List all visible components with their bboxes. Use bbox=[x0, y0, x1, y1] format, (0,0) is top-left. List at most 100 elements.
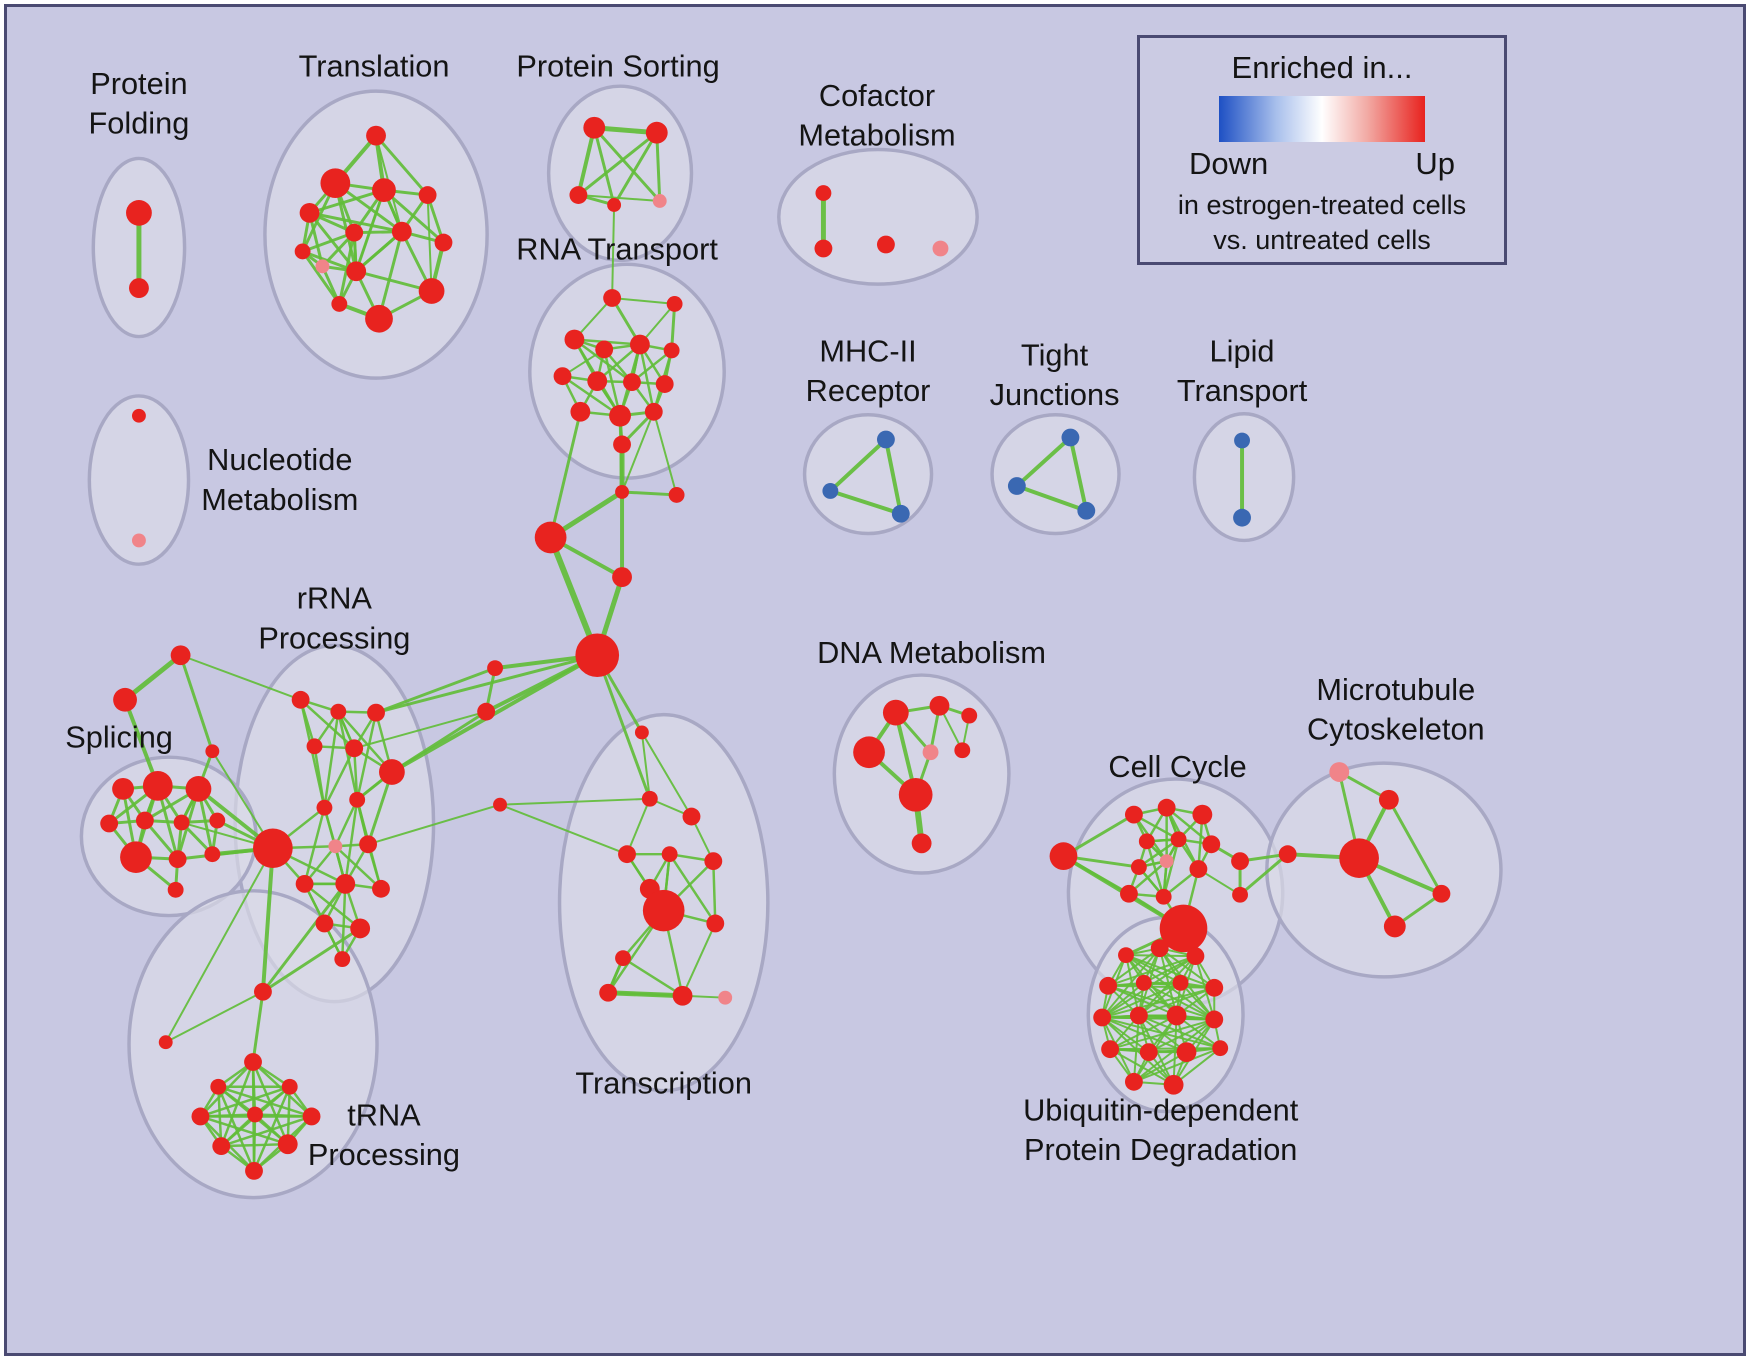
network-node-x2 bbox=[113, 687, 137, 712]
network-node-cc11 bbox=[1231, 852, 1249, 871]
network-node-h8 bbox=[493, 797, 507, 812]
network-node-h3 bbox=[612, 567, 632, 587]
network-node-tx1 bbox=[641, 790, 658, 807]
network-edge bbox=[828, 437, 888, 493]
network-node-tj2 bbox=[1007, 477, 1026, 495]
network-edge bbox=[1145, 840, 1165, 898]
network-edge bbox=[1014, 435, 1073, 488]
network-node-u1 bbox=[1118, 947, 1134, 964]
network-node-u8 bbox=[1093, 1008, 1112, 1027]
network-node-rr4 bbox=[306, 738, 323, 755]
network-node-rr16 bbox=[350, 918, 371, 939]
network-node-d2 bbox=[929, 695, 950, 716]
legend-up-label: Up bbox=[1415, 146, 1455, 181]
network-edge bbox=[605, 990, 686, 999]
network-edge bbox=[1101, 1016, 1150, 1054]
network-node-cc1 bbox=[1049, 842, 1078, 871]
legend-down-label: Down bbox=[1189, 146, 1269, 181]
network-node-h6 bbox=[487, 660, 503, 677]
network-node-h5 bbox=[575, 633, 620, 678]
network-node-sp4 bbox=[100, 814, 119, 833]
network-node-lt1 bbox=[1234, 432, 1250, 449]
network-node-tx3 bbox=[618, 845, 636, 864]
network-node-nm2 bbox=[131, 533, 146, 548]
network-node-r4 bbox=[595, 340, 614, 359]
network-node-t4 bbox=[372, 178, 396, 202]
cluster-ellipse-cofactor-metabolism bbox=[777, 147, 979, 286]
network-edge bbox=[1132, 1051, 1188, 1083]
network-edge bbox=[595, 653, 652, 801]
network-node-u9 bbox=[1129, 1006, 1148, 1025]
network-node-sp9 bbox=[168, 850, 187, 869]
network-node-cc12 bbox=[1120, 884, 1138, 903]
network-edge bbox=[573, 338, 634, 384]
network-node-mt2 bbox=[1378, 789, 1399, 810]
network-node-tr1 bbox=[254, 982, 272, 1001]
network-edge bbox=[1165, 806, 1213, 846]
network-edge bbox=[252, 1113, 257, 1173]
cluster-ellipse-tight-junctions bbox=[990, 413, 1121, 536]
network-node-u2 bbox=[1150, 939, 1169, 958]
network-edge bbox=[367, 803, 502, 846]
network-node-rr10 bbox=[328, 839, 343, 854]
network-node-h9 bbox=[634, 725, 649, 740]
legend-title: Enriched in... bbox=[1231, 50, 1413, 85]
network-node-t9 bbox=[315, 259, 330, 274]
legend: Enriched in... Down Up in estrogen-treat… bbox=[1137, 35, 1507, 265]
network-node-m1 bbox=[876, 430, 895, 449]
network-node-sp10 bbox=[204, 846, 221, 863]
network-node-tr9 bbox=[212, 1137, 231, 1156]
network-edge bbox=[499, 797, 651, 806]
network-node-cc2 bbox=[1124, 805, 1143, 824]
network-node-sp5 bbox=[135, 811, 154, 830]
network-edge bbox=[640, 731, 651, 800]
network-edge bbox=[308, 211, 404, 234]
network-edge bbox=[313, 745, 326, 809]
network-node-tr5 bbox=[281, 1078, 298, 1095]
network-node-t2 bbox=[320, 168, 351, 199]
network-node-h1 bbox=[615, 485, 629, 499]
network-node-u3 bbox=[1186, 947, 1205, 966]
network-edge bbox=[611, 203, 616, 299]
network-node-rr3 bbox=[367, 703, 385, 722]
network-node-rr6 bbox=[379, 759, 405, 785]
network-node-s1 bbox=[583, 116, 606, 139]
network-node-rr5 bbox=[345, 739, 364, 758]
network-edge bbox=[337, 710, 359, 801]
network-node-d4 bbox=[853, 736, 885, 769]
network-edge bbox=[592, 126, 616, 207]
network-node-rr1 bbox=[291, 690, 310, 709]
network-node-pf1 bbox=[126, 199, 152, 226]
network-node-tr2 bbox=[158, 1035, 173, 1050]
cluster-ellipse-translation bbox=[263, 89, 489, 380]
network-node-t11 bbox=[294, 243, 311, 260]
network-node-mt1 bbox=[1329, 762, 1350, 782]
network-node-tx9 bbox=[615, 950, 631, 967]
network-node-r2 bbox=[666, 295, 683, 312]
network-node-u6 bbox=[1172, 974, 1189, 991]
network-node-h7 bbox=[477, 702, 496, 721]
network-edge bbox=[303, 806, 326, 886]
network-node-r10 bbox=[655, 375, 674, 393]
network-node-u16 bbox=[1124, 1072, 1143, 1091]
network-node-d8 bbox=[911, 833, 932, 854]
cluster-label-rna-transport: RNA Transport bbox=[516, 231, 718, 266]
network-edge bbox=[374, 666, 497, 715]
network-edge bbox=[426, 194, 433, 293]
network-edge bbox=[199, 1085, 291, 1118]
legend-caption-line1: in estrogen-treated cells bbox=[1177, 190, 1467, 220]
network-edge bbox=[1068, 435, 1089, 513]
network-edge bbox=[668, 852, 717, 925]
network-edge bbox=[1101, 981, 1182, 1019]
cluster-label-splicing: Splicing bbox=[65, 719, 173, 754]
network-node-cf4 bbox=[932, 240, 949, 257]
network-edge bbox=[260, 846, 275, 994]
network-node-tj1 bbox=[1061, 428, 1080, 447]
network-edge bbox=[576, 131, 659, 197]
network-node-sp1 bbox=[112, 777, 134, 800]
network-node-cc8 bbox=[1130, 859, 1147, 875]
